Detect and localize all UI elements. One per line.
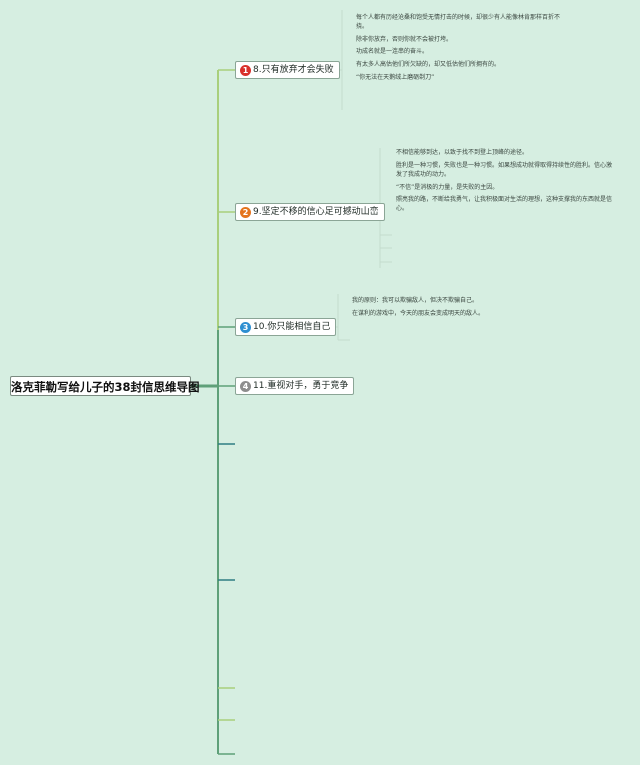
topic-2-leaf-1[interactable]: 不相信能够到达，以致于找不到登上顶峰的途径。 xyxy=(396,149,529,156)
topic-4-number-badge: 4 xyxy=(240,380,251,392)
topic-1-leaf-1[interactable]: 每个人都有历经沧桑和饱受无情打击的时候，却很少有人能像林肯那样百折不挠。 xyxy=(356,14,561,30)
topic-2[interactable]: 2 9.坚定不移的信心足可撼动山峦 xyxy=(235,203,385,221)
topic-2-leaf-2[interactable]: 胜利是一种习惯，失败也是一种习惯。如果想成功就得取得持续性的胜利。信心激发了我成… xyxy=(396,162,613,178)
topic-2-leaf-4[interactable]: 照亮我的路，不断给我勇气，让我积极面对生活的理想，这种支撑我的东西就是信心。 xyxy=(396,196,613,212)
topic-2-title: 9.坚定不移的信心足可撼动山峦 xyxy=(253,207,379,217)
topic-4[interactable]: 4 11.重视对手，勇于竞争 xyxy=(235,377,355,395)
topic-1-leaf-2[interactable]: 除非你放弃，否则你就不会被打垮。 xyxy=(356,36,453,43)
root-topic[interactable]: 洛克菲勒写给儿子的38封信思维导图 xyxy=(10,376,200,396)
topic-3-leaf-2[interactable]: 在谋利的游戏中，今天的朋友会变成明天的敌人。 xyxy=(352,310,485,317)
topic-1-number-badge: 1 xyxy=(240,64,251,76)
topic-1-leaf-5[interactable]: “你无法在天鹅绒上磨砺剃刀” xyxy=(356,74,435,81)
topic-4-title: 11.重视对手，勇于竞争 xyxy=(253,381,349,391)
topic-1-leaf-3[interactable]: 功成名就是一连串的奋斗。 xyxy=(356,48,429,55)
topic-2-number-badge: 2 xyxy=(240,206,251,218)
topic-3-title: 10.你只能相信自己 xyxy=(253,322,331,332)
topic-3-number-badge: 3 xyxy=(240,321,251,333)
topic-1[interactable]: 1 8.只有放弃才会失败 xyxy=(235,61,340,79)
topic-3[interactable]: 3 10.你只能相信自己 xyxy=(235,318,337,336)
topic-1-leaf-4[interactable]: 有太多人高估他们所欠缺的，却又低估他们所拥有的。 xyxy=(356,61,501,68)
topic-1-title: 8.只有放弃才会失败 xyxy=(253,65,334,75)
topic-3-leaf-1[interactable]: 我的原则：我可以欺骗敌人，但决不欺骗自己。 xyxy=(352,297,479,304)
topic-2-leaf-3[interactable]: “不信”是消极的力量，是失败的主因。 xyxy=(396,184,499,191)
